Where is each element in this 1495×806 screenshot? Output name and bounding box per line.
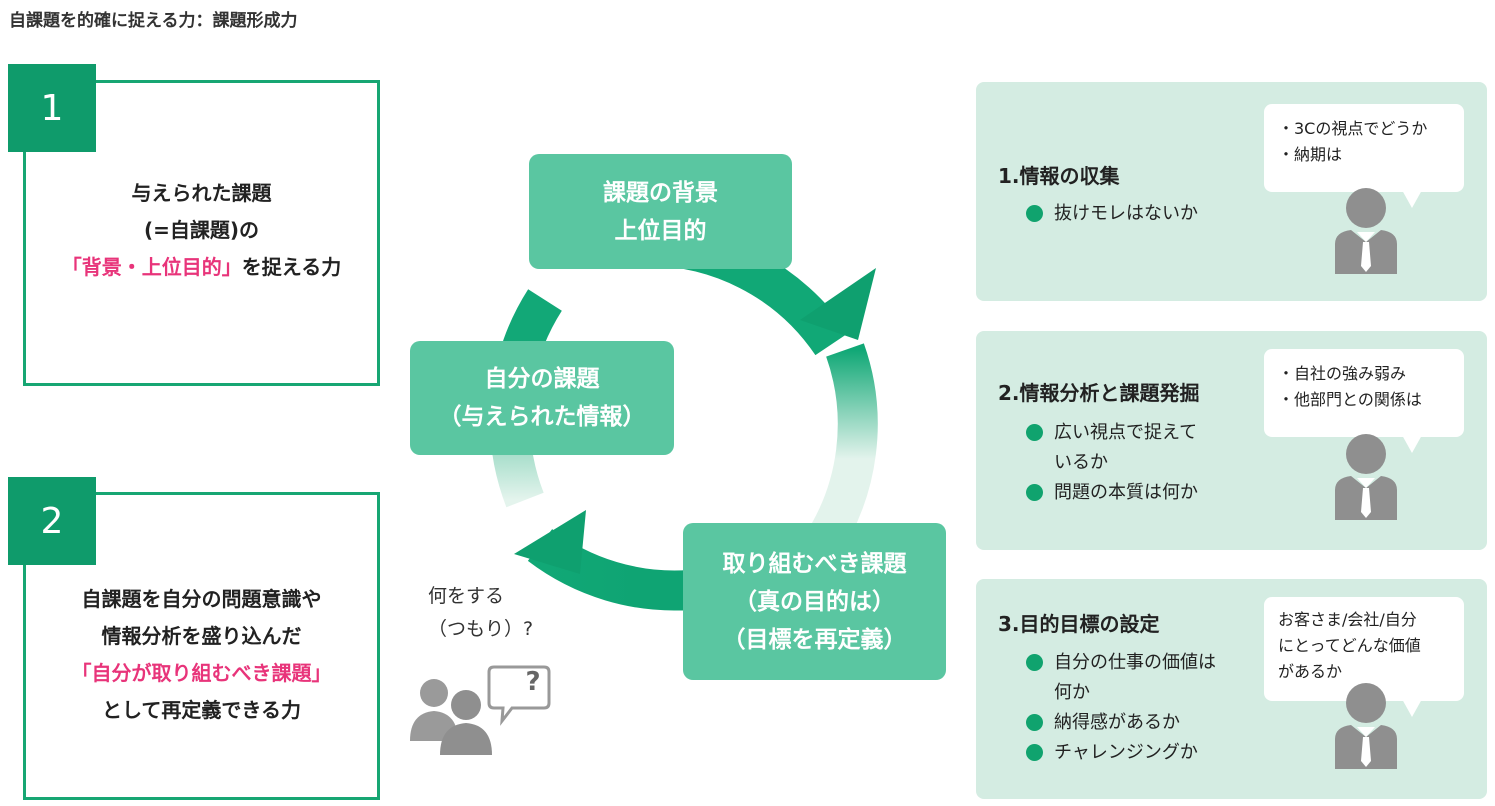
panel-1-item: 抜けモレはないか <box>1026 199 1198 229</box>
number-badge-2: 2 <box>8 477 96 565</box>
ability-1-line-1: 与えられた課題 <box>131 181 272 205</box>
cycle-left-line-2: （与えられた情報） <box>438 404 646 430</box>
cycle-box-own-task: 自分の課題 （与えられた情報） <box>410 341 674 455</box>
cycle-left-line-1: 自分の課題 <box>484 366 600 392</box>
people-question-text: 何をする （つもり）? <box>428 580 533 646</box>
bubble-1-line-2: ・納期は <box>1278 145 1343 164</box>
bubble-3-line-3: があるか <box>1278 662 1343 681</box>
ability-box-2-text: 自課題を自分の問題意識や 情報分析を盛り込んだ 「自分が取り組むべき課題」 とし… <box>26 581 377 729</box>
cycle-box-background: 課題の背景 上位目的 <box>529 154 792 269</box>
ring-arc-right <box>803 343 878 560</box>
ability-1-rest: を捉える力 <box>241 255 342 279</box>
businessman-icon <box>1335 434 1397 520</box>
cycle-top-line-2: 上位目的 <box>614 217 707 244</box>
question-mark: ? <box>525 667 541 697</box>
bubble-3-line-2: にとってどんな価値 <box>1278 636 1421 655</box>
ability-2-line-1: 自課題を自分の問題意識や <box>81 587 322 611</box>
panel-2-items: 広い視点で捉えて いるか 問題の本質は何か <box>1026 418 1198 508</box>
ability-2-highlight: 「自分が取り組むべき課題」 <box>71 661 332 685</box>
panel-3-items: 自分の仕事の価値は 何か 納得感があるか チャレンジングか <box>1026 648 1216 768</box>
people-group-icon <box>410 665 551 755</box>
panel-2-speech-bubble: ・自社の強み弱み ・他部門との関係は <box>1264 349 1464 453</box>
arrow-head-right <box>800 268 876 340</box>
cycle-bottom-line-2: （真の目的は） <box>734 588 895 615</box>
panel-2-item-continuation: いるか <box>1054 452 1108 473</box>
cycle-top-line-1: 課題の背景 <box>603 179 718 206</box>
people-text-line-2: （つもり）? <box>428 618 534 640</box>
ability-box-1-text: 与えられた課題 (=自課題)の 「背景・上位目的」を捉える力 <box>26 175 377 286</box>
ability-2-line-2: 情報分析を盛り込んだ <box>101 624 302 648</box>
ability-1-highlight: 「背景・上位目的」 <box>61 255 242 279</box>
ability-1-line-3: 「背景・上位目的」を捉える力 <box>26 249 377 286</box>
panel-1-speech-bubble: ・3Cの視点でどうか ・納期は <box>1264 104 1464 208</box>
panel-goal-setting: 3.目的目標の設定 自分の仕事の価値は 何か 納得感があるか チャレンジングか … <box>976 579 1487 799</box>
panel-analysis: 2.情報分析と課題発掘 広い視点で捉えて いるか 問題の本質は何か ・自社の強み… <box>976 331 1487 550</box>
number-badge-1: 1 <box>8 64 96 152</box>
people-text-line-1: 何をする <box>428 585 505 607</box>
bubble-2-line-1: ・自社の強み弱み <box>1278 364 1407 383</box>
panel-info-collection: 1.情報の収集 抜けモレはないか ・3Cの視点でどうか ・納期は <box>976 82 1487 301</box>
businessman-icon <box>1335 683 1397 769</box>
panel-3-item: 自分の仕事の価値は <box>1026 648 1216 678</box>
bubble-3-line-1: お客さま/会社/自分 <box>1278 610 1417 629</box>
cycle-bottom-line-3: （目標を再定義） <box>722 626 907 653</box>
businessman-icon <box>1335 188 1397 274</box>
cycle-bottom-line-1: 取り組むべき課題 <box>722 550 907 577</box>
ability-1-line-2: (=自課題)の <box>143 218 260 242</box>
panel-3-heading: 3.目的目標の設定 <box>998 612 1160 636</box>
panel-2-item: 広い視点で捉えて <box>1026 418 1198 448</box>
panel-3-speech-bubble: お客さま/会社/自分 にとってどんな価値 があるか <box>1264 597 1464 717</box>
question-bubble-icon <box>487 665 551 726</box>
arrow-head-left <box>514 510 586 574</box>
panel-3-item-continuation: 何か <box>1054 682 1090 703</box>
page-title: 自課題を的確に捉える力：課題形成力 <box>9 11 298 31</box>
bubble-1-line-1: ・3Cの視点でどうか <box>1278 119 1428 138</box>
bubble-2-line-2: ・他部門との関係は <box>1278 390 1422 409</box>
ability-box-1: 与えられた課題 (=自課題)の 「背景・上位目的」を捉える力 <box>23 80 380 386</box>
cycle-box-redefined-task: 取り組むべき課題 （真の目的は） （目標を再定義） <box>683 523 946 680</box>
ability-2-line-4: として再定義できる力 <box>102 698 301 722</box>
panel-3-item: 納得感があるか <box>1026 708 1216 738</box>
panel-1-heading: 1.情報の収集 <box>998 164 1120 188</box>
panel-3-item: チャレンジングか <box>1026 738 1216 768</box>
panel-2-item: 問題の本質は何か <box>1026 478 1198 508</box>
panel-1-items: 抜けモレはないか <box>1026 199 1198 229</box>
panel-2-heading: 2.情報分析と課題発掘 <box>998 381 1200 405</box>
